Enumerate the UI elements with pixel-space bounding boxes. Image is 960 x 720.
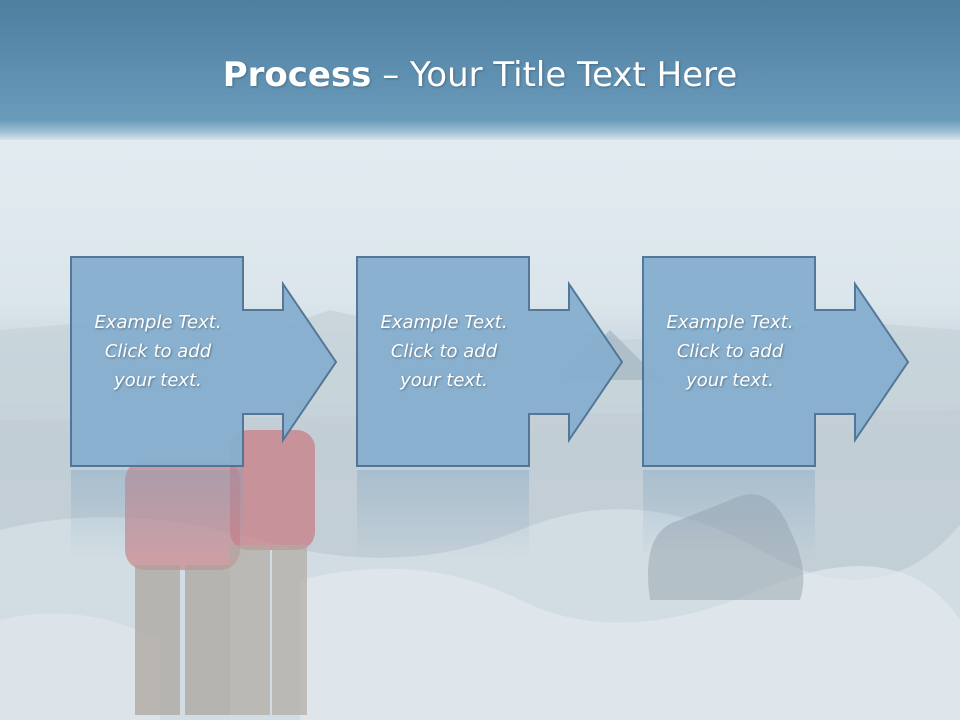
step-3-text: Example Text. Click to add your text. <box>646 308 814 395</box>
title-bold: Process <box>222 55 372 95</box>
rock-shape <box>648 494 804 600</box>
slide-title[interactable]: Process – Your Title Text Here <box>0 52 960 98</box>
arrow-box-shape <box>70 256 338 467</box>
step-1-line-3: your text. <box>114 370 202 391</box>
step-3-line-2: Click to add <box>676 341 784 362</box>
step-2-text: Example Text. Click to add your text. <box>360 308 528 395</box>
process-step-1[interactable]: Example Text. Click to add your text. <box>70 256 410 468</box>
step-2-reflection <box>357 470 529 560</box>
step-3-line-1: Example Text. <box>666 312 794 333</box>
process-step-2[interactable]: Example Text. Click to add your text. <box>356 256 696 468</box>
step-1-line-2: Click to add <box>104 341 212 362</box>
step-3-reflection <box>643 470 815 560</box>
step-3-line-3: your text. <box>686 370 774 391</box>
step-1-text: Example Text. Click to add your text. <box>74 308 242 395</box>
step-1-reflection <box>71 470 243 560</box>
title-bar <box>0 0 960 140</box>
step-2-line-1: Example Text. <box>380 312 508 333</box>
title-rest: – Your Title Text Here <box>371 55 738 95</box>
people-figure <box>125 430 315 715</box>
arrow-box-shape <box>356 256 624 467</box>
step-2-line-3: your text. <box>400 370 488 391</box>
process-step-3[interactable]: Example Text. Click to add your text. <box>642 256 960 468</box>
step-1-line-1: Example Text. <box>94 312 222 333</box>
arrow-box-shape <box>642 256 910 467</box>
step-2-line-2: Click to add <box>390 341 498 362</box>
